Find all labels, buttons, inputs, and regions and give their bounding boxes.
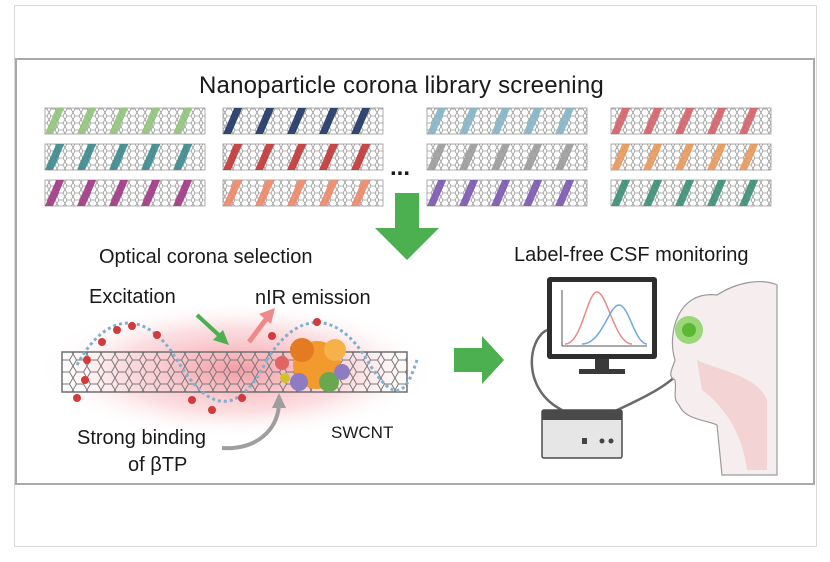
wrapped-nanotube <box>426 179 588 207</box>
wrapped-nanotube <box>610 107 772 135</box>
excitation-label: Excitation <box>89 286 176 308</box>
red-beads <box>73 318 321 414</box>
spectrum-red <box>564 291 633 345</box>
wrapped-nanotube <box>222 143 384 171</box>
cable-left <box>530 328 563 412</box>
swcnt-label: SWCNT <box>331 423 394 442</box>
wrapped-nanotube <box>44 179 206 207</box>
diagram-artwork <box>37 107 778 476</box>
library-ellipsis: ... <box>390 154 411 181</box>
optical-selection-label: Optical corona selection <box>99 246 313 268</box>
wrapped-nanotube <box>222 107 384 135</box>
wrapped-nanotube <box>610 143 772 171</box>
selection-arrow <box>375 193 439 260</box>
graphical-abstract: Nanoparticle corona library screening ..… <box>15 58 815 485</box>
diagram-title: Nanoparticle corona library screening <box>199 72 604 99</box>
wrapped-nanotube <box>44 107 206 135</box>
monitoring-arrow <box>454 336 504 384</box>
wrapped-nanotube <box>426 107 588 135</box>
patient-head <box>670 280 778 476</box>
spectrum-blue <box>581 304 648 345</box>
swcnt-illustration <box>37 300 437 451</box>
corona-library-grid <box>44 107 772 207</box>
strong-binding-label-line2: of βTP <box>128 454 188 476</box>
wrapped-nanotube <box>222 179 384 207</box>
monitoring-setup <box>530 277 707 459</box>
nanotube <box>61 351 408 393</box>
nir-emission-label: nIR emission <box>255 287 371 309</box>
wrapped-nanotube <box>610 179 772 207</box>
wrapped-nanotube <box>426 143 588 171</box>
label-free-monitoring-label: Label-free CSF monitoring <box>514 244 749 266</box>
strong-binding-label-line1: Strong binding <box>77 427 206 449</box>
protein-cluster <box>275 338 350 392</box>
polymer-strand <box>75 321 269 403</box>
wrapped-nanotube <box>44 143 206 171</box>
